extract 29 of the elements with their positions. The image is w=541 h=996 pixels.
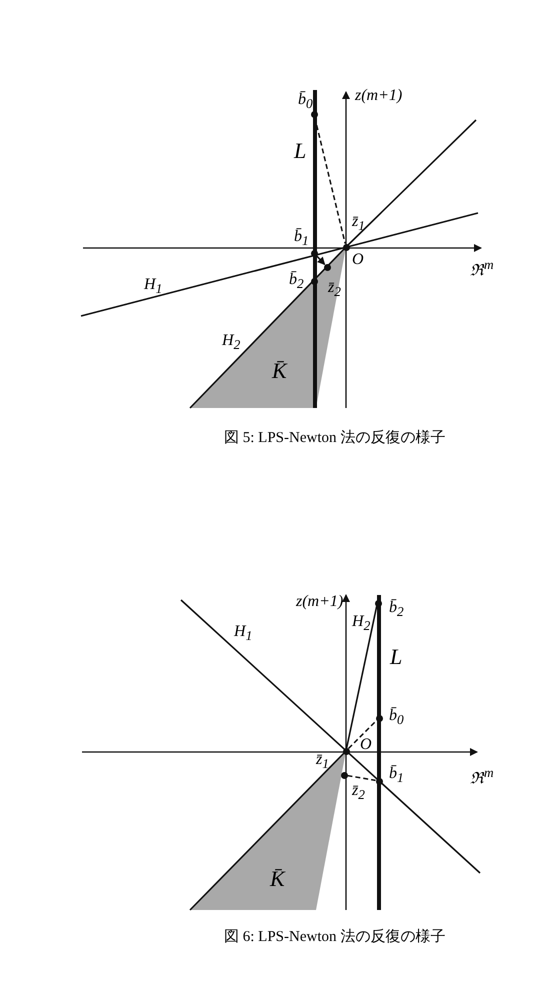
figure-caption: 図 6: LPS-Newton 法の反復の様子 [224, 928, 446, 946]
dashed-line [348, 720, 378, 750]
origin-label: O [360, 737, 372, 753]
point-label: z̄$_{1}$ [316, 752, 329, 771]
point-label: b̄$_{2}$ [289, 272, 304, 291]
point-label: b̄$_{0}$ [298, 92, 313, 111]
arrow [316, 255, 326, 266]
line-label: H$_{2}$ [222, 333, 240, 352]
dashed-line [347, 774, 376, 782]
figure-caption: 図 5: LPS-Newton 法の反復の様子 [224, 428, 446, 447]
line-label: H$_{2}$ [352, 614, 370, 633]
point-label: b̄$_{1}$ [294, 229, 309, 248]
axis-label: ℜ$^{m}$ [470, 766, 494, 788]
line-label: L [294, 140, 306, 162]
axis-label: z(m+1) [296, 594, 344, 610]
line-label: L [390, 646, 402, 668]
origin-label: O [352, 252, 364, 268]
point-label: b̄$_{2}$ [389, 600, 404, 619]
point-label: z̄$_{2}$ [328, 280, 341, 299]
point-label: b̄$_{0}$ [389, 708, 404, 727]
point-label: z̄$_{2}$ [352, 783, 365, 802]
axis-label: z(m+1) [355, 88, 402, 104]
point-label: b̄$_{1}$ [389, 766, 404, 785]
point-label: z̄$_{1}$ [352, 214, 365, 233]
axis-label: ℜ$^{m}$ [470, 258, 494, 280]
region-label: K̄ [270, 868, 285, 890]
line-label: H$_{1}$ [234, 624, 252, 643]
line-label: H$_{1}$ [144, 277, 162, 296]
region-label: K̄ [272, 360, 287, 382]
